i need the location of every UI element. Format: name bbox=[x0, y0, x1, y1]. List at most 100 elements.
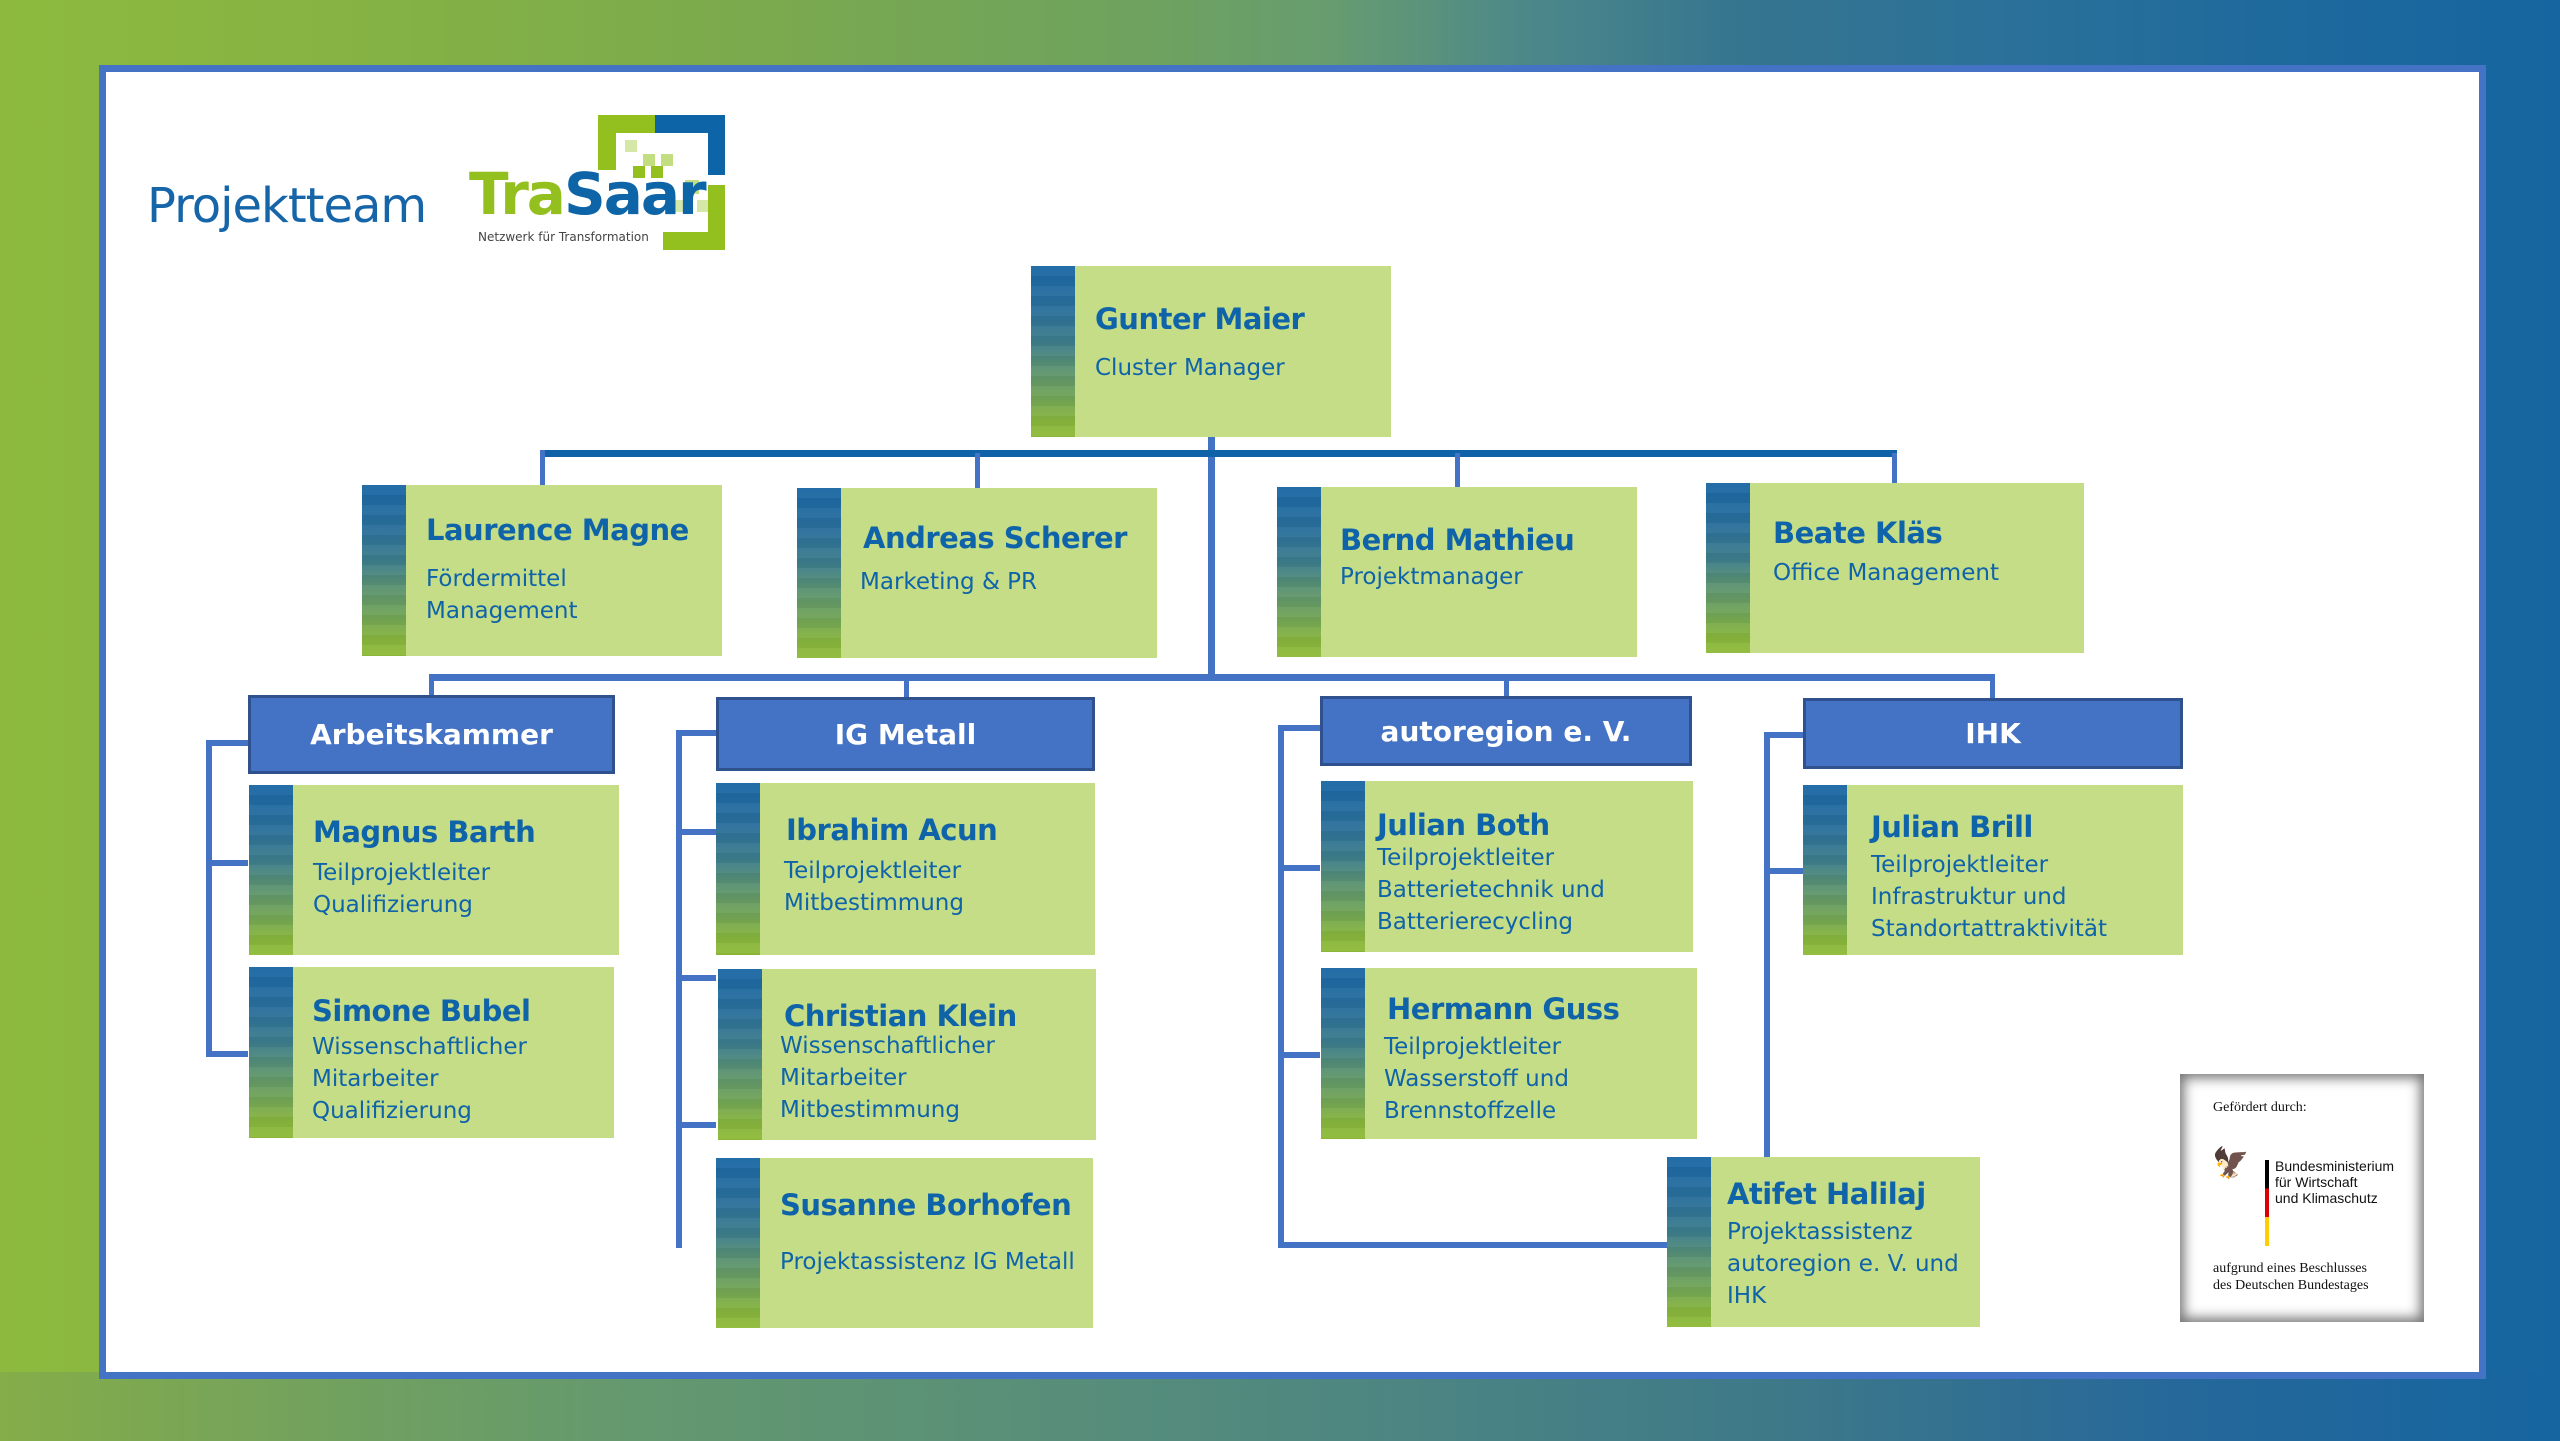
person-name: Julian Both bbox=[1377, 808, 1550, 842]
bracket-autoregion-mid2 bbox=[1278, 1052, 1320, 1058]
card-stripe bbox=[1321, 968, 1365, 1139]
logo-mark-icon bbox=[598, 115, 725, 250]
person-role: Teilprojektleiter Qualifizierung bbox=[313, 860, 491, 918]
german-flag-bar bbox=[2265, 1160, 2269, 1246]
connector-org-horizontal bbox=[429, 674, 1995, 681]
bracket-ig-metall-mid2 bbox=[676, 975, 716, 981]
card-stripe bbox=[1706, 483, 1750, 653]
background-strip bbox=[0, 1372, 2560, 1441]
bracket-arbeitskammer-top bbox=[206, 740, 248, 746]
ministry-name: Bundesministerium für Wirtschaft und Kli… bbox=[2275, 1158, 2395, 1206]
bracket-autoregion-top bbox=[1278, 725, 1320, 731]
card-stripe bbox=[1031, 266, 1075, 437]
person-name: Atifet Halilaj bbox=[1727, 1177, 1926, 1211]
card-stripe bbox=[249, 785, 293, 955]
person-card-member: Magnus Barth Teilprojektleiter Qualifizi… bbox=[249, 785, 619, 955]
connector-core-4 bbox=[1892, 453, 1897, 483]
trasaar-logo: TraSaar Netzwerk für Transformation bbox=[465, 110, 727, 250]
connector-core-1 bbox=[540, 450, 545, 485]
connector-org-2 bbox=[904, 677, 909, 697]
connector-head-down bbox=[1208, 437, 1215, 680]
card-stripe bbox=[1277, 487, 1321, 657]
person-role: Office Management bbox=[1773, 560, 1999, 586]
federal-eagle-icon: 🦅 bbox=[2212, 1147, 2250, 1180]
connector-core-horizontal bbox=[540, 450, 1897, 457]
person-role: Fördermittel Management bbox=[426, 566, 578, 624]
card-stripe bbox=[797, 488, 841, 658]
bracket-ihk-top bbox=[1764, 732, 1803, 738]
bracket-autoregion-bottom bbox=[1278, 1242, 1668, 1248]
person-name: Susanne Borhofen bbox=[780, 1188, 1072, 1222]
person-role: Marketing & PR bbox=[860, 569, 1038, 595]
person-name: Ibrahim Acun bbox=[786, 813, 998, 847]
org-header-ihk: IHK bbox=[1803, 698, 2183, 769]
card-stripe bbox=[362, 485, 406, 656]
person-card-core: Laurence Magne Fördermittel Management bbox=[362, 485, 722, 656]
connector-core-3 bbox=[1455, 453, 1460, 487]
person-card-head: Gunter Maier Cluster Manager bbox=[1031, 266, 1391, 437]
person-name: Hermann Guss bbox=[1387, 992, 1620, 1026]
bracket-ig-metall-bottom bbox=[676, 1122, 716, 1128]
logo-wordmark-tra: Tra bbox=[469, 160, 566, 228]
person-role: Projektassistenz autoregion e. V. und IH… bbox=[1727, 1219, 1959, 1309]
bracket-ig-metall bbox=[676, 730, 682, 1248]
card-stripe bbox=[1321, 781, 1365, 952]
bracket-autoregion bbox=[1278, 725, 1284, 1248]
person-role: Projektassistenz IG Metall bbox=[780, 1249, 1075, 1275]
person-role: Teilprojektleiter Wasserstoff und Brenns… bbox=[1384, 1034, 1569, 1124]
card-stripe bbox=[716, 783, 760, 955]
person-name: Bernd Mathieu bbox=[1340, 523, 1575, 557]
person-card-core: Andreas Scherer Marketing & PR bbox=[797, 488, 1157, 658]
person-card-member: Christian Klein Wissenschaftlicher Mitar… bbox=[718, 969, 1096, 1140]
person-role: Teilprojektleiter Infrastruktur und Stan… bbox=[1871, 852, 2107, 942]
person-role: Wissenschaftlicher Mitarbeiter Qualifizi… bbox=[312, 1034, 527, 1124]
bracket-ihk-mid bbox=[1764, 868, 1803, 874]
person-card-member: Julian Both Teilprojektleiter Batteriete… bbox=[1321, 781, 1693, 952]
person-card-shared: Atifet Halilaj Projektassistenz autoregi… bbox=[1667, 1157, 1980, 1327]
connector-org-4 bbox=[1990, 677, 1995, 698]
logo-wordmark-saar: Saar bbox=[563, 160, 707, 228]
person-role: Projektmanager bbox=[1340, 564, 1523, 590]
bracket-arbeitskammer bbox=[206, 740, 212, 1056]
bracket-autoregion-mid1 bbox=[1278, 865, 1320, 871]
person-card-member: Julian Brill Teilprojektleiter Infrastru… bbox=[1803, 785, 2183, 955]
connector-core-2 bbox=[975, 453, 980, 488]
person-card-core: Beate Kläs Office Management bbox=[1706, 483, 2084, 653]
person-name: Magnus Barth bbox=[313, 815, 536, 849]
person-card-member: Susanne Borhofen Projektassistenz IG Met… bbox=[716, 1158, 1093, 1328]
bracket-ig-metall-top bbox=[676, 730, 716, 736]
connector-org-3 bbox=[1504, 677, 1509, 696]
org-header-ig-metall: IG Metall bbox=[716, 697, 1095, 771]
logo-tagline: Netzwerk für Transformation bbox=[478, 230, 649, 244]
org-header-autoregion: autoregion e. V. bbox=[1320, 696, 1692, 766]
page-title: Projektteam bbox=[147, 178, 427, 234]
person-name: Gunter Maier bbox=[1095, 302, 1305, 336]
person-name: Andreas Scherer bbox=[863, 521, 1127, 555]
person-name: Beate Kläs bbox=[1773, 516, 1943, 550]
card-stripe bbox=[1667, 1157, 1711, 1327]
person-card-member: Ibrahim Acun Teilprojektleiter Mitbestim… bbox=[716, 783, 1095, 955]
person-card-member: Simone Bubel Wissenschaftlicher Mitarbei… bbox=[249, 967, 614, 1138]
card-stripe bbox=[249, 967, 293, 1138]
funding-decision: aufgrund eines Beschlusses des Deutschen… bbox=[2213, 1261, 2369, 1293]
person-role: Teilprojektleiter Mitbestimmung bbox=[784, 858, 964, 916]
card-stripe bbox=[1803, 785, 1847, 955]
logo-wordmark: TraSaar bbox=[469, 160, 707, 228]
person-role: Teilprojektleiter Batterietechnik und Ba… bbox=[1377, 845, 1605, 935]
person-card-member: Hermann Guss Teilprojektleiter Wassersto… bbox=[1321, 968, 1697, 1139]
connector-org-1 bbox=[429, 674, 434, 695]
bracket-ig-metall-mid1 bbox=[676, 829, 716, 835]
bracket-ihk bbox=[1764, 732, 1770, 1160]
card-stripe bbox=[718, 969, 762, 1140]
bracket-arbeitskammer-mid bbox=[206, 860, 248, 866]
person-card-core: Bernd Mathieu Projektmanager bbox=[1277, 487, 1637, 657]
person-name: Julian Brill bbox=[1871, 810, 2033, 844]
person-name: Christian Klein bbox=[784, 999, 1017, 1033]
bracket-arbeitskammer-bottom bbox=[206, 1051, 248, 1057]
person-name: Laurence Magne bbox=[426, 513, 689, 547]
org-header-arbeitskammer: Arbeitskammer bbox=[248, 695, 615, 774]
person-name: Simone Bubel bbox=[312, 994, 531, 1028]
funding-badge: Gefördert durch: 🦅 Bundesministerium für… bbox=[2180, 1074, 2424, 1322]
person-role: Wissenschaftlicher Mitarbeiter Mitbestim… bbox=[780, 1033, 995, 1123]
funding-label: Gefördert durch: bbox=[2213, 1100, 2307, 1115]
